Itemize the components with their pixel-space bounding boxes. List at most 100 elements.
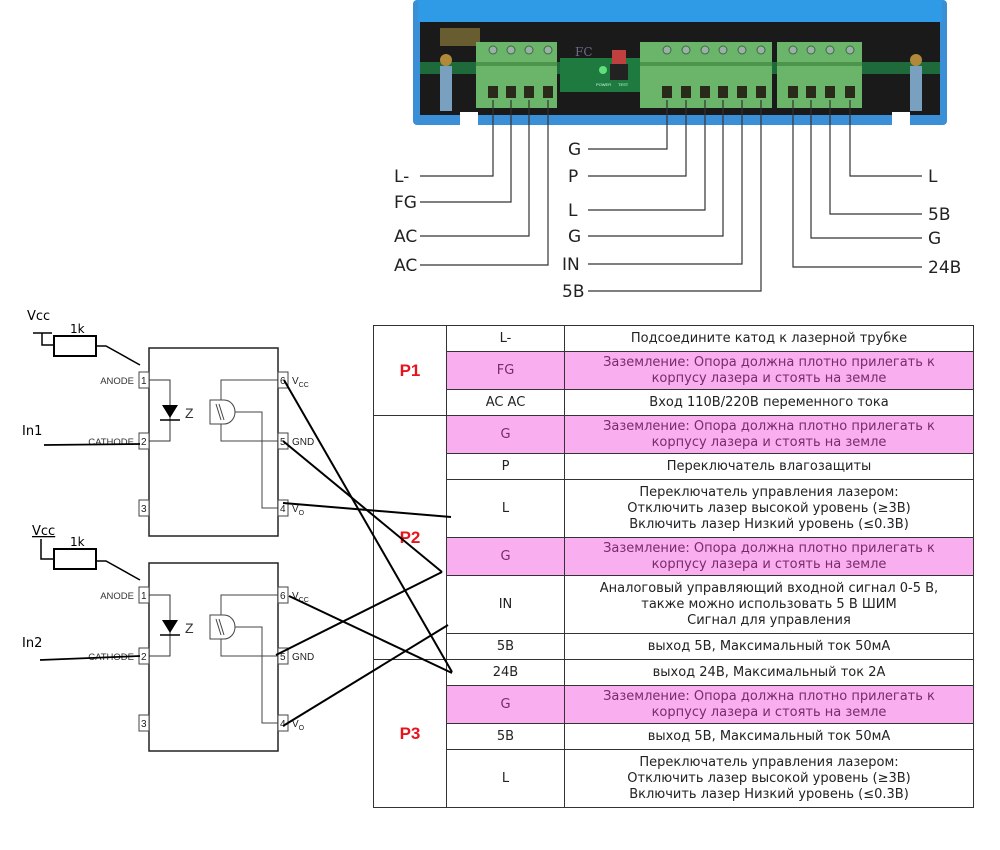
- terminal-screw-icon: [524, 45, 534, 55]
- pin-number: 2: [141, 437, 147, 448]
- anode-wire: [96, 560, 141, 581]
- vcc-wire: [40, 539, 54, 560]
- vcc-internal-wire: [220, 594, 278, 615]
- leader-line: [792, 100, 922, 268]
- pin-number: 6: [280, 591, 286, 602]
- terminal-hole: [788, 86, 798, 98]
- leader-line: [849, 100, 922, 177]
- terminal-hole: [681, 86, 691, 98]
- vcc-label: Vcc: [27, 309, 50, 324]
- pin-cell: 5B: [446, 633, 565, 660]
- pin-cell: G: [446, 537, 565, 576]
- pin-label: L: [928, 167, 938, 187]
- terminal-screw-icon: [488, 45, 498, 55]
- terminal-hole: [756, 86, 766, 98]
- description-cell: Заземление: Опора должна плотно прилегат…: [564, 415, 974, 454]
- pin-number: 5: [280, 437, 286, 448]
- leader-line: [588, 100, 743, 265]
- pin-name: ANODE: [100, 591, 134, 602]
- pcb-logo: FC: [575, 45, 593, 59]
- terminal-hole: [506, 86, 516, 98]
- pin-cell: IN: [446, 575, 565, 634]
- terminal-hole: [825, 86, 835, 98]
- terminal-screw-icon: [737, 45, 747, 55]
- pin-label: L: [568, 201, 578, 221]
- hysteresis-icon: [215, 403, 225, 421]
- pin-cell: L-: [446, 325, 565, 352]
- pin-cell: L: [446, 479, 565, 538]
- gnd-internal-wire: [220, 639, 278, 657]
- terminal-hole: [543, 86, 553, 98]
- optocoupler-body: [148, 562, 279, 752]
- description-cell: Вход 110В/220В переменного тока: [564, 389, 974, 416]
- pin-name: VCC: [292, 376, 309, 389]
- power-led: [599, 66, 607, 74]
- pin-label: L-: [394, 167, 409, 187]
- input-label: In1: [22, 424, 42, 439]
- pin-cell: 5B: [446, 723, 565, 750]
- leader-line: [588, 100, 762, 292]
- leader-line: [588, 100, 668, 150]
- leader-line: [420, 100, 549, 266]
- pin-label: G: [928, 229, 941, 249]
- optocoupler-2: Vcc1k1ANODE2CATHODE36VCC5GND4VOZIn2: [22, 524, 314, 752]
- leader-line: [829, 100, 922, 215]
- pin-number: 1: [141, 376, 147, 387]
- description-cell: Переключатель влагозащиты: [564, 453, 974, 480]
- pin-number: 1: [141, 591, 147, 602]
- pin-box: [138, 499, 150, 517]
- terminal-screw-icon: [543, 45, 553, 55]
- terminal-screw-icon: [825, 45, 835, 55]
- pin-cell: G: [446, 415, 565, 454]
- terminal-screw-icon: [806, 45, 816, 55]
- pin-label: AC: [394, 256, 417, 276]
- terminal-screw-icon: [756, 45, 766, 55]
- description-cell: выход 5В, Максимальный ток 50мА: [564, 633, 974, 660]
- terminal-screw-icon: [506, 45, 516, 55]
- pcb-label-power: POWER: [596, 82, 611, 87]
- input-label: In2: [22, 636, 42, 651]
- test-button: [612, 50, 626, 64]
- pin-label: 5B: [928, 205, 950, 225]
- terminal-hole: [718, 86, 728, 98]
- pin-name: VO: [292, 504, 305, 517]
- gnd-internal-wire: [220, 424, 278, 442]
- resistor-icon: [53, 335, 97, 357]
- pin-number: 3: [141, 504, 147, 515]
- pin-box: [138, 714, 150, 732]
- description-cell: Переключатель управления лазером: Отключ…: [564, 749, 974, 808]
- pin-cell: 24B: [446, 659, 565, 686]
- terminal-screw-icon: [700, 45, 710, 55]
- terminal-hole: [845, 86, 855, 98]
- hysteresis-icon: [215, 618, 225, 636]
- leader-line: [420, 100, 512, 203]
- leader-line: [420, 100, 530, 237]
- description-cell: выход 24В, Максимальный ток 2А: [564, 659, 974, 686]
- terminal-hole: [662, 86, 672, 98]
- terminal-hole: [737, 86, 747, 98]
- pin-number: 4: [280, 504, 286, 515]
- description-cell: Заземление: Опора должна плотно прилегат…: [564, 351, 974, 390]
- led-diode-icon: [162, 620, 178, 633]
- pin-name: GND: [292, 437, 314, 448]
- schmitt-gate-icon: [209, 614, 236, 640]
- group-label: P1: [373, 325, 447, 416]
- pin-number: 5: [280, 652, 286, 663]
- input-wire: [39, 655, 141, 661]
- pin-cell: P: [446, 453, 565, 480]
- light-arrow-icon: Z: [185, 620, 194, 636]
- leader-line: [588, 100, 706, 211]
- pin-number: 3: [141, 719, 147, 730]
- terminal-hole: [700, 86, 710, 98]
